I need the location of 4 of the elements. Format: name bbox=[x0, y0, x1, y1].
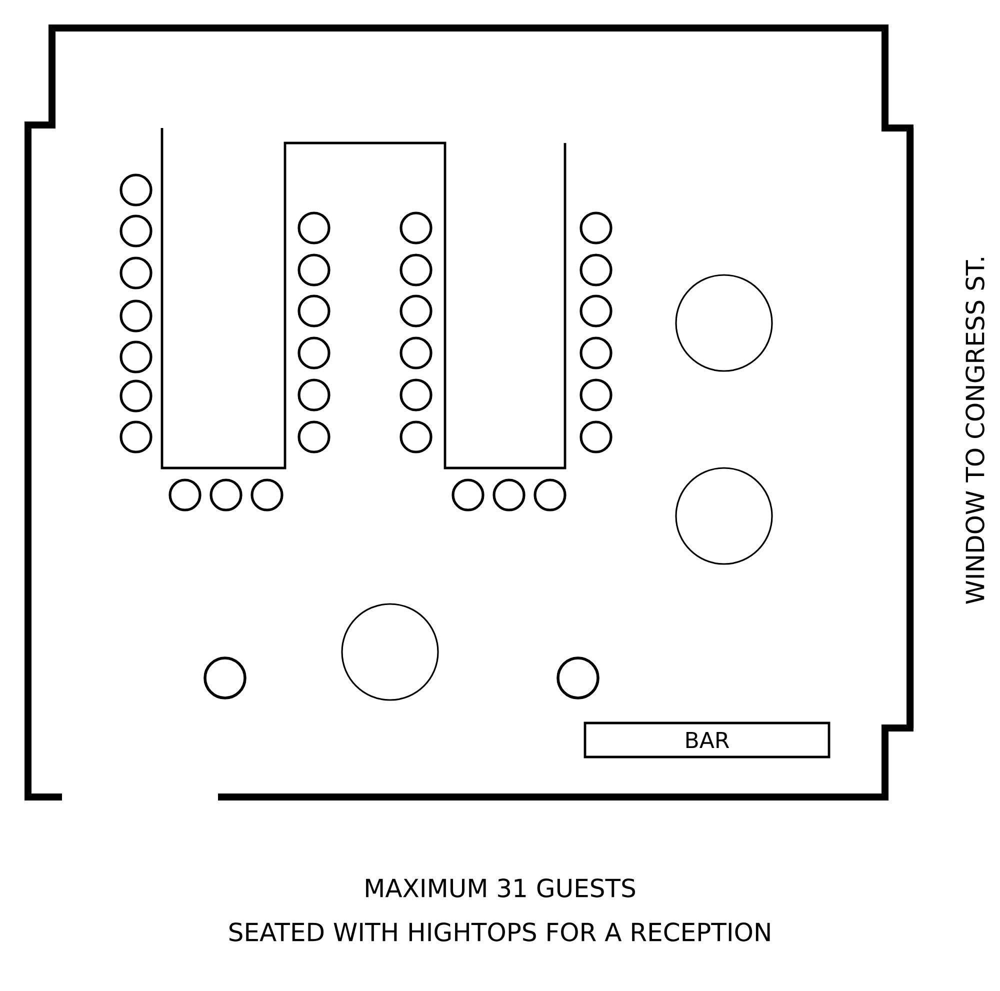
caption-text: MAXIMUM 31 GUESTS bbox=[366, 878, 636, 898]
caption-text: SEATED WITH HIGHTOPS FOR A RECEPTION bbox=[230, 922, 770, 942]
window-label: WINDOW TO CONGRESS ST. bbox=[966, 258, 984, 604]
bar-counter: BAR bbox=[584, 722, 830, 758]
